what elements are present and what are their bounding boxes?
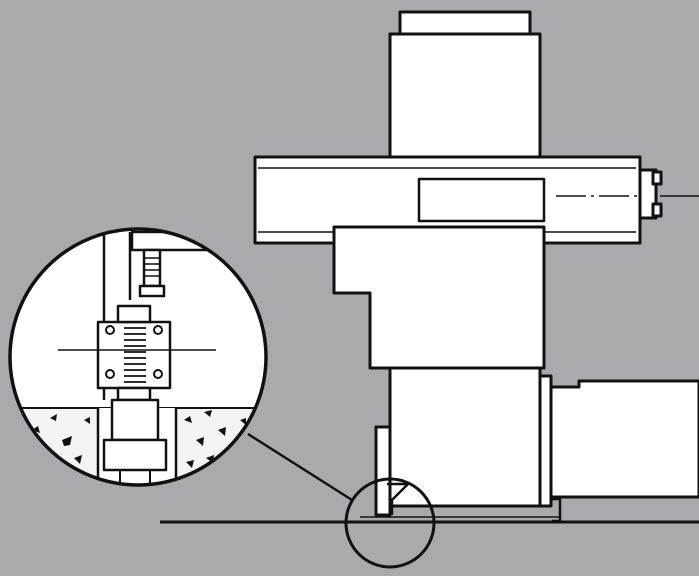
carriage-block [332, 225, 546, 370]
end-bracket-top-lug [651, 170, 663, 186]
rod-threads [144, 257, 160, 277]
support-foot [102, 438, 168, 472]
top-cap [398, 10, 532, 36]
bearing-cap-top [116, 304, 152, 324]
lower-support [110, 398, 160, 442]
detail-inset [8, 227, 268, 487]
end-bracket-bottom-lug [651, 202, 663, 218]
callout-circle [344, 477, 436, 569]
bearing-rollers [124, 327, 146, 383]
machine-assembly [253, 10, 699, 523]
rod-nut [138, 284, 166, 298]
beam-window [417, 177, 546, 223]
foot-bracket [374, 425, 392, 517]
bearing-bolts [105, 325, 163, 379]
foot-bracket-detail [387, 482, 410, 515]
floor-rail [160, 516, 699, 524]
right-housing [549, 379, 699, 499]
upper-head [388, 32, 542, 160]
inset-border [8, 227, 268, 487]
bearing-cap-bottom [116, 386, 152, 402]
callout-leader-line [247, 432, 353, 502]
callout [247, 432, 436, 569]
threaded-rod [142, 248, 162, 288]
column-side-plate [538, 374, 553, 508]
